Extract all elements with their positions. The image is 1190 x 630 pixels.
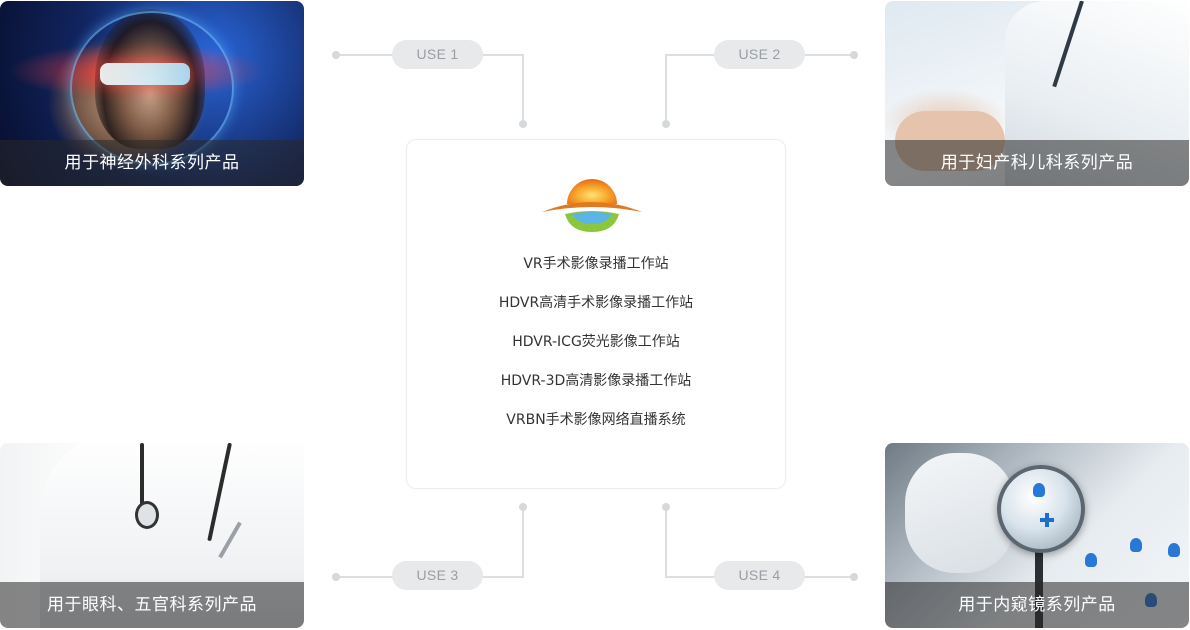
connector-dot bbox=[850, 573, 858, 581]
use-1-label: USE 1 bbox=[392, 40, 483, 69]
card-ophthalmology-ent[interactable]: 用于眼科、五官科系列产品 bbox=[0, 443, 304, 628]
use-3-label: USE 3 bbox=[392, 561, 483, 590]
sunrise-logo-icon bbox=[542, 179, 642, 232]
connector-dot bbox=[850, 51, 858, 59]
card-neurosurgery[interactable]: 用于神经外科系列产品 bbox=[0, 1, 304, 186]
use-2-label: USE 2 bbox=[714, 40, 805, 69]
connector-dot bbox=[519, 120, 527, 128]
product-panel: VR手术影像录播工作站 HDVR高清手术影像录播工作站 HDVR-ICG荧光影像… bbox=[406, 139, 786, 489]
product-item[interactable]: VRBN手术影像网络直播系统 bbox=[506, 412, 686, 428]
card-endoscopy[interactable]: 用于内窥镜系列产品 bbox=[885, 443, 1189, 628]
card-caption: 用于妇产科儿科系列产品 bbox=[885, 140, 1189, 186]
card-obstetrics-pediatrics[interactable]: 用于妇产科儿科系列产品 bbox=[885, 1, 1189, 186]
product-list: VR手术影像录播工作站 HDVR高清手术影像录播工作站 HDVR-ICG荧光影像… bbox=[407, 254, 785, 449]
card-caption: 用于眼科、五官科系列产品 bbox=[0, 582, 304, 628]
connector-dot bbox=[519, 503, 527, 511]
connector-dot bbox=[662, 120, 670, 128]
product-item[interactable]: HDVR高清手术影像录播工作站 bbox=[498, 295, 694, 311]
product-item[interactable]: HDVR-ICG荧光影像工作站 bbox=[512, 334, 680, 350]
card-caption: 用于内窥镜系列产品 bbox=[885, 582, 1189, 628]
connector-dot bbox=[662, 503, 670, 511]
card-caption: 用于神经外科系列产品 bbox=[0, 140, 304, 186]
product-item[interactable]: HDVR-3D高清影像录播工作站 bbox=[500, 373, 692, 389]
product-item[interactable]: VR手术影像录播工作站 bbox=[523, 256, 669, 272]
connector-dot bbox=[332, 51, 340, 59]
use-4-label: USE 4 bbox=[714, 561, 805, 590]
connector-dot bbox=[332, 573, 340, 581]
